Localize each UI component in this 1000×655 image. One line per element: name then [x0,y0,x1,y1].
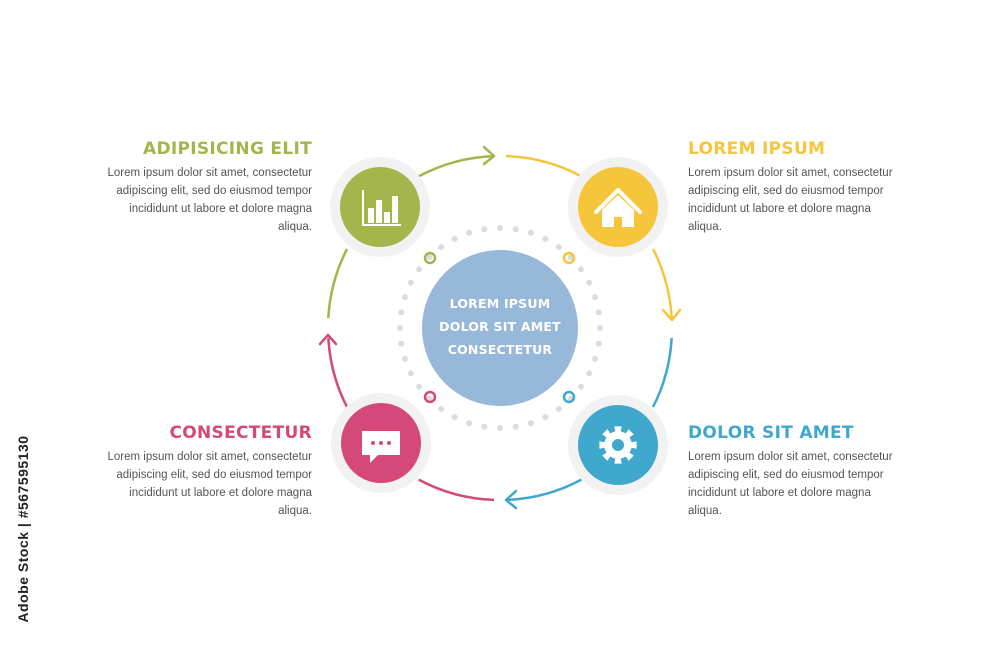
arc-green-top [418,154,495,178]
ring-dot [438,405,445,412]
ring-dot [438,244,445,251]
step-description: Lorem ipsum dolor sit amet, consectetur … [688,167,893,233]
node-pink [331,393,431,493]
ring-dot [592,294,599,301]
ring-dot [597,325,603,331]
node-blue [568,395,668,495]
step-block-top-left: ADIPISICING ELIT Lorem ipsum dolor sit a… [97,138,312,236]
ring-dot [401,294,408,301]
ring-dot [542,414,549,421]
stock-id-label: Adobe Stock | #567595130 [12,418,34,640]
ring-dot [397,325,403,331]
bar-chart-icon [362,190,401,226]
ring-dot [407,370,414,377]
ring-dot [595,309,602,316]
step-title: LOREM IPSUM [688,139,826,159]
arc-blue-right [651,337,673,408]
ring-dot [416,266,423,273]
arrowhead-bottom [504,489,518,510]
center-line-1: LOREM IPSUM [449,296,551,311]
arc-yellow-top [505,154,582,178]
ring-dot [426,395,433,402]
connector-ring-green [423,251,437,265]
ring-dot [595,340,602,347]
step-description: Lorem ipsum dolor sit amet, consectetur … [688,451,893,517]
home-icon [594,188,642,227]
center-line-2: DOLOR SIT AMET [439,319,561,334]
connector-ring-blue [562,390,576,404]
step-title: DOLOR SIT AMET [688,423,854,443]
ring-dot [451,235,458,242]
step-description: Lorem ipsum dolor sit amet, consectetur … [107,167,312,233]
arc-pink-bottom [418,478,495,502]
arc-green-left [327,248,349,319]
node-green [330,157,430,257]
center-line-3: CONSECTETUR [447,342,553,357]
step-title: CONSECTETUR [169,423,312,443]
connector-ring-pink [423,390,437,404]
ring-dot [586,279,593,286]
ring-dot [481,226,488,233]
center-circle [422,250,578,406]
dotted-ring [397,225,603,431]
ring-dot [512,423,519,430]
arrowhead-right [661,308,682,322]
ring-dot [577,266,584,273]
step-block-bottom-right: DOLOR SIT AMET Lorem ipsum dolor sit ame… [688,422,903,520]
ring-dot [555,405,562,412]
ring-dot [497,425,503,431]
ring-dot [542,235,549,242]
arc-blue-bottom [505,478,582,502]
arrowhead-left [318,333,338,346]
step-title: ADIPISICING ELIT [142,139,312,159]
ring-dot [407,279,414,286]
ring-dot [398,309,405,316]
ring-dot [398,340,405,347]
center-label: LOREM IPSUM DOLOR SIT AMET CONSECTETUR [420,292,580,361]
chat-bubble-icon [362,431,400,463]
node-yellow [568,157,668,257]
ring-dot [497,225,503,231]
ring-dot [586,370,593,377]
ring-dot [527,229,534,236]
arc-yellow-right [651,248,673,319]
connector-ring-yellow [562,251,576,265]
step-description: Lorem ipsum dolor sit amet, consectetur … [107,451,312,517]
arc-pink-left [327,337,349,408]
ring-dot [416,383,423,390]
ring-dot [567,254,574,261]
ring-dot [426,254,433,261]
ring-dot [592,355,599,362]
ring-dot [451,414,458,421]
ring-dot [481,423,488,430]
gear-icon [599,426,637,464]
step-block-top-right: LOREM IPSUM Lorem ipsum dolor sit amet, … [688,138,903,236]
ring-dot [555,244,562,251]
ring-dot [577,383,584,390]
ring-dot [401,355,408,362]
stock-id-text: Adobe Stock | #567595130 [15,435,31,623]
ring-dot [466,229,473,236]
ring-dot [527,420,534,427]
ring-dot [512,226,519,233]
ring-dot [466,420,473,427]
arrowhead-top [482,145,496,166]
step-block-bottom-left: CONSECTETUR Lorem ipsum dolor sit amet, … [97,422,312,520]
